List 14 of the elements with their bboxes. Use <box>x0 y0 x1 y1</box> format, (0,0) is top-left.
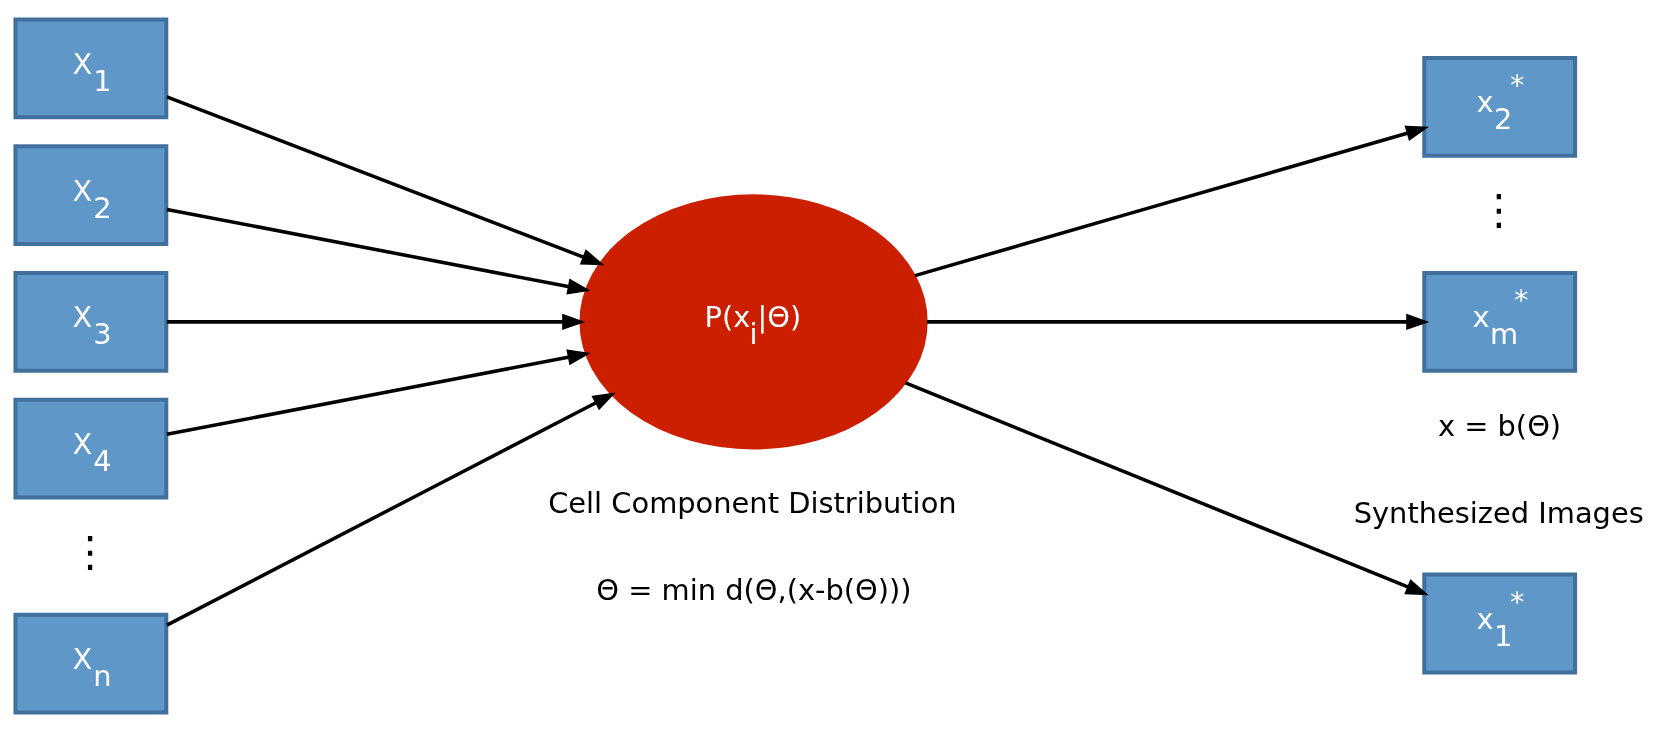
arrow <box>166 94 605 265</box>
arrow <box>914 125 1429 277</box>
arrow <box>904 380 1429 595</box>
node-label: Cell Component Distribution <box>548 485 957 520</box>
label: Synthesized Images <box>1353 495 1644 530</box>
label: ⋮ <box>1478 184 1520 234</box>
arrow <box>166 313 586 330</box>
arrow <box>166 207 591 294</box>
label: ⋮ <box>69 526 111 576</box>
arrow <box>166 391 616 627</box>
label: x = b(Θ) <box>1437 408 1562 443</box>
label: Θ = min d(Θ,(x-b(Θ))) <box>596 572 912 607</box>
arrow <box>166 348 591 436</box>
arrow <box>927 313 1430 330</box>
